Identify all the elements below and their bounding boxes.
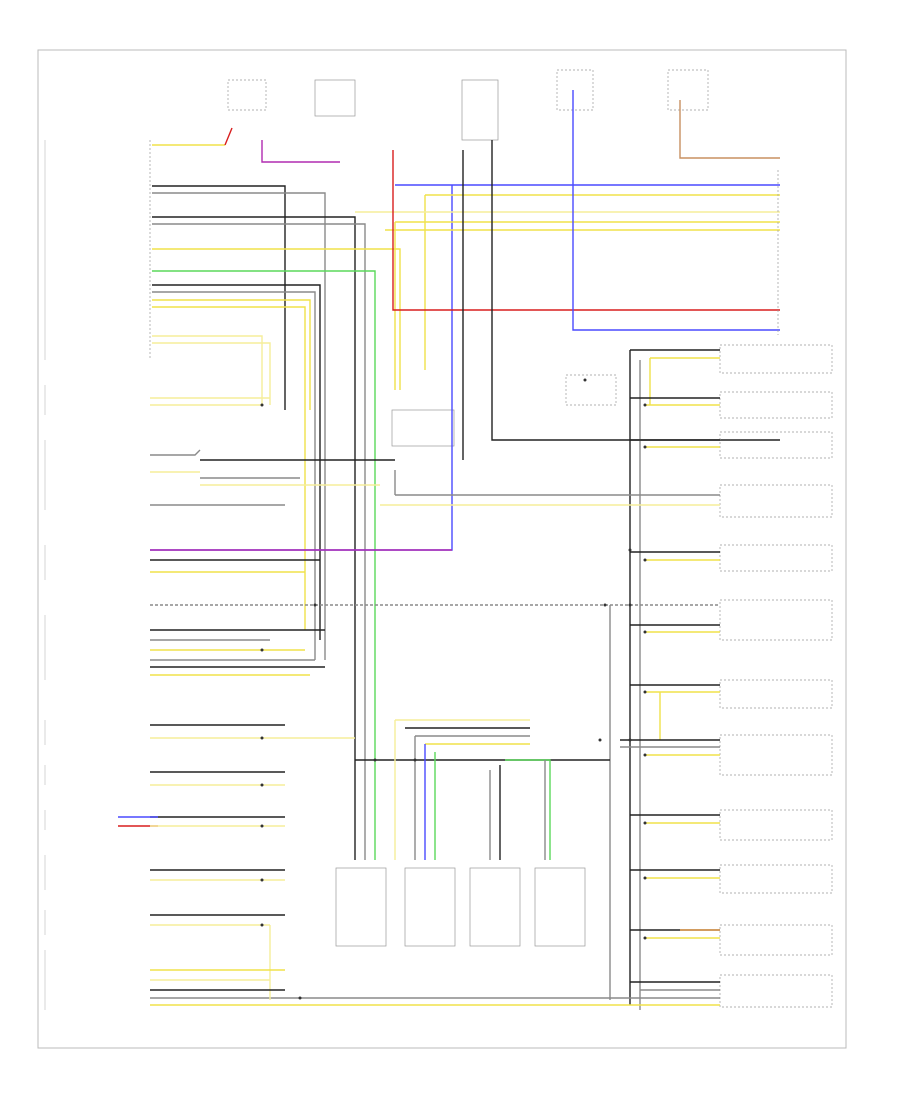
- junction-box-center: [391, 409, 455, 447]
- right-module-10: [719, 864, 833, 894]
- fuse-block-4: [667, 69, 709, 111]
- right-modules: [719, 344, 833, 1008]
- right-bus-wires: [150, 349, 720, 1010]
- right-module-2: [719, 391, 833, 419]
- fuse-block-2: [461, 79, 499, 141]
- right-module-1: [719, 344, 833, 374]
- right-module-8: [719, 734, 833, 776]
- junction-dots: [260, 378, 647, 1000]
- ground-block: [565, 374, 617, 406]
- left-module-wires: [118, 397, 452, 1000]
- fuse-block-1: [227, 79, 267, 111]
- left-connector-wires: [152, 127, 401, 860]
- relay-box: [314, 79, 356, 117]
- right-module-12: [719, 974, 833, 1008]
- top-components: [227, 69, 709, 447]
- right-module-7: [719, 679, 833, 709]
- bottom-modules: [335, 867, 586, 947]
- bottom-module-2: [404, 867, 456, 947]
- bottom-module-3: [469, 867, 521, 947]
- diagram-frame: [37, 49, 847, 1049]
- right-module-11: [719, 924, 833, 956]
- right-module-5: [719, 544, 833, 572]
- right-module-4: [719, 484, 833, 518]
- right-module-6: [719, 599, 833, 641]
- top-feed-wires: [150, 90, 780, 551]
- bottom-bus-wires: [355, 719, 610, 860]
- bottom-module-1: [335, 867, 387, 947]
- left-main-connector: [44, 140, 151, 360]
- bottom-module-4: [534, 867, 586, 947]
- right-module-9: [719, 809, 833, 841]
- fuse-block-3: [556, 69, 594, 111]
- right-module-3: [719, 431, 833, 459]
